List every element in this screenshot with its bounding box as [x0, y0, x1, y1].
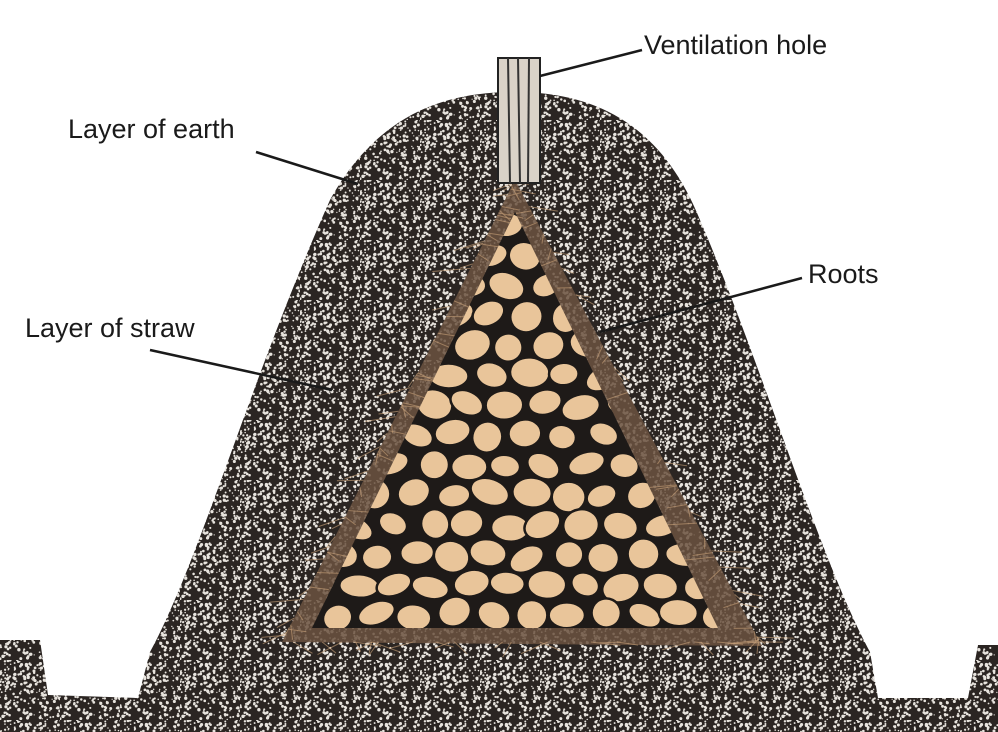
- label-ventilation-hole: Ventilation hole: [644, 30, 827, 60]
- root: [418, 448, 451, 481]
- root: [487, 270, 526, 302]
- root: [553, 539, 585, 570]
- root: [375, 571, 413, 598]
- root: [410, 574, 451, 601]
- root: [657, 597, 700, 628]
- root: [601, 510, 640, 542]
- leader-ventilation-hole: [539, 48, 643, 78]
- root: [449, 388, 485, 418]
- root: [641, 571, 680, 601]
- root: [476, 599, 512, 628]
- root: [321, 603, 354, 628]
- root: [488, 453, 522, 479]
- root: [514, 598, 549, 628]
- root: [508, 543, 546, 575]
- root: [471, 299, 506, 328]
- leader-layer-of-straw: [149, 348, 333, 392]
- root: [398, 538, 436, 567]
- root: [507, 418, 543, 449]
- root: [433, 417, 472, 447]
- root: [526, 568, 568, 601]
- root: [394, 602, 433, 628]
- straw-strands: [261, 181, 794, 658]
- root: [436, 595, 473, 628]
- leader-roots: [599, 276, 803, 334]
- root: [566, 450, 607, 477]
- root: [585, 482, 618, 510]
- root: [432, 539, 471, 575]
- root: [526, 451, 561, 481]
- root: [546, 423, 578, 451]
- root: [436, 482, 472, 509]
- root: [360, 543, 394, 572]
- root: [449, 452, 489, 482]
- root: [469, 476, 511, 508]
- root: [600, 571, 641, 604]
- root: [523, 508, 562, 541]
- root: [356, 599, 397, 628]
- root: [587, 421, 620, 448]
- root: [586, 541, 621, 575]
- root: [474, 360, 510, 390]
- root: [492, 332, 524, 363]
- root: [608, 451, 641, 480]
- root: [526, 388, 563, 417]
- label-layer-of-earth: Layer of earth: [68, 114, 235, 144]
- root: [626, 537, 661, 571]
- root: [338, 573, 381, 600]
- root: [448, 507, 485, 539]
- root: [560, 392, 602, 423]
- root: [627, 601, 663, 628]
- root: [509, 299, 544, 334]
- root: [530, 329, 566, 362]
- root: [452, 327, 493, 363]
- root: [561, 507, 601, 543]
- label-roots: Roots: [808, 259, 879, 289]
- label-layer-of-straw: Layer of straw: [25, 313, 195, 343]
- root: [484, 389, 525, 422]
- root: [377, 510, 409, 537]
- root: [468, 537, 508, 568]
- leader-layer-of-earth: [255, 150, 359, 186]
- root: [547, 601, 587, 628]
- root: [419, 507, 451, 541]
- root: [396, 476, 432, 509]
- root: [547, 361, 580, 387]
- root: [488, 570, 527, 597]
- root: [590, 597, 623, 628]
- root: [470, 420, 504, 455]
- root: [570, 571, 601, 598]
- ventilation-pipe: [497, 57, 541, 184]
